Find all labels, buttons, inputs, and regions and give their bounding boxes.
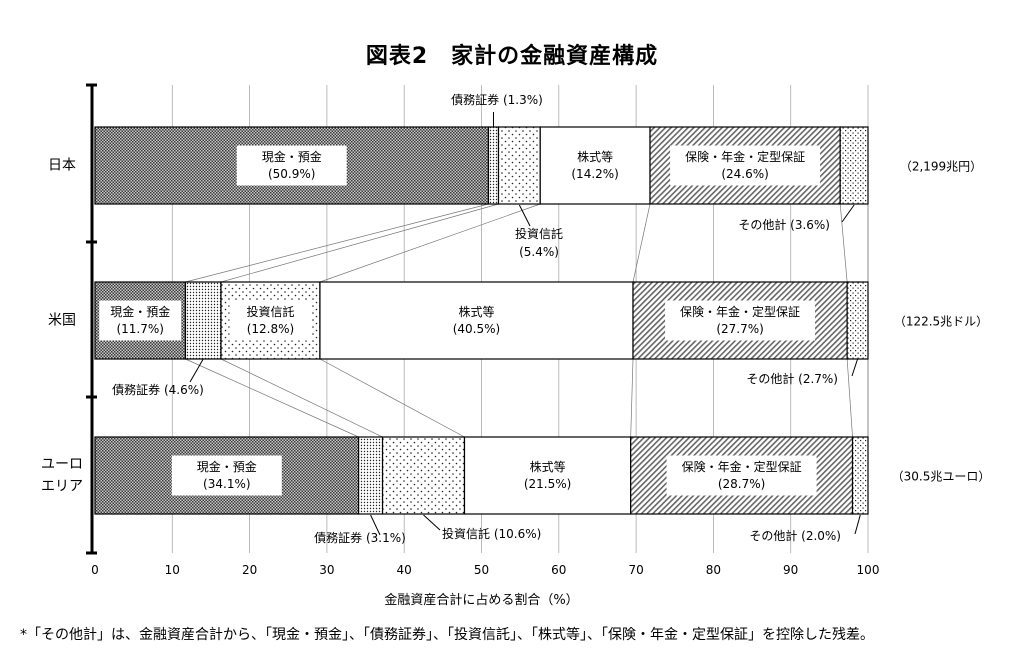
label-us-stocks-line-0: 株式等 [458, 304, 494, 319]
connector-line [319, 203, 541, 283]
label-jp-cash-line-0: 現金・預金 [262, 149, 322, 164]
label-us-trusts-bg [229, 300, 312, 341]
label-us-other: その他計 (2.7%) [746, 371, 838, 386]
connector-line [319, 358, 465, 438]
label-jp-bonds: 債務証券 (1.3%) [451, 92, 543, 107]
bar-segment-投資信託-0 [497, 126, 541, 205]
bar-segment-その他計-1 [846, 281, 869, 360]
connector-line [846, 358, 853, 438]
label-jp-trusts-leader [518, 204, 531, 227]
label-us-cash-line-0: 現金・預金 [110, 304, 170, 319]
label-eu-insurance-line-0: 保険・年金・定型保証 [682, 459, 802, 474]
label-jp-insurance-line-1: (24.6%) [721, 167, 768, 181]
label-eu-bonds-leader [370, 514, 381, 536]
x-tick-label-50: 50 [474, 563, 489, 577]
bar-segment-投資信託-2 [381, 436, 466, 515]
x-tick-label-70: 70 [628, 563, 643, 577]
label-us-bonds-leader [189, 358, 204, 383]
x-tick-label-90: 90 [783, 563, 798, 577]
label-jp-trusts-line-0: 投資信託 [515, 226, 563, 241]
label-eu-bonds: 債務証券 (3.1%) [314, 530, 406, 545]
footnote: *「その他計」は、金融資産合計から、「現金・預金」、「債務証券」、「投資信託」、… [20, 627, 874, 643]
bar-segment-債務証券-1 [184, 281, 222, 360]
x-tick-label-60: 60 [551, 563, 566, 577]
x-tick-label-30: 30 [319, 563, 334, 577]
label-jp-other-leader [841, 204, 855, 223]
category-label-0-line-0: 日本 [48, 158, 76, 174]
category-total-1: （122.5兆ドル） [894, 315, 988, 329]
x-tick-label-40: 40 [397, 563, 412, 577]
label-jp-stocks-line-0: 株式等 [577, 149, 613, 164]
x-axis-title: 金融資産合計に占める割合（%） [384, 592, 578, 608]
label-us-trusts-line-1: (12.8%) [247, 322, 294, 336]
bar-segment-その他計-2 [851, 436, 869, 515]
x-tick-label-20: 20 [242, 563, 257, 577]
bar-segment-その他計-0 [839, 126, 869, 205]
label-us-other-leader [851, 358, 859, 377]
connector-line [185, 203, 489, 283]
category-label-2-line-0: ユーロ [41, 457, 83, 473]
connector-line [220, 358, 383, 438]
category-label-1-line-0: 米国 [48, 313, 76, 329]
label-us-cash-line-1: (11.7%) [116, 322, 163, 336]
label-us-cash-bg [99, 300, 182, 341]
label-us-bonds: 債務証券 (4.6%) [112, 382, 204, 397]
label-jp-other: その他計 (3.6%) [738, 217, 830, 232]
chart-title: 図表2 家計の金融資産構成 [365, 44, 659, 69]
stacked-bar-chart: 0 10 20 30 40 50 60 70 80 90 100 金融資産合計に占める割合（%） 日本… [41, 83, 991, 608]
label-us-stocks-bg [436, 300, 517, 341]
category-total-2: （30.5兆ユーロ） [892, 470, 991, 484]
x-tick-label-100: 100 [857, 563, 880, 577]
connector-line [632, 203, 651, 283]
connector-line [220, 203, 499, 283]
label-us-stocks-line-1: (40.5%) [453, 322, 500, 336]
category-total-0: （2,199兆円） [900, 160, 982, 174]
category-label-2-line-1: エリア [41, 479, 83, 495]
label-eu-trusts: 投資信託 (10.6%) [442, 526, 541, 541]
x-tick-label-80: 80 [706, 563, 721, 577]
label-eu-stocks-bg [507, 455, 588, 496]
connector-line [630, 358, 634, 438]
bar-segment-債務証券-2 [357, 436, 384, 515]
label-jp-stocks-line-1: (14.2%) [571, 167, 618, 181]
label-jp-stocks-bg [555, 145, 636, 186]
label-eu-trusts-leader [423, 514, 441, 531]
label-eu-insurance-bg [666, 455, 817, 496]
bar-segment-債務証券-0 [487, 126, 500, 205]
label-eu-stocks-line-1: (21.5%) [524, 477, 571, 491]
label-us-trusts-line-0: 投資信託 [246, 304, 294, 319]
label-us-insurance-line-0: 保険・年金・定型保証 [680, 304, 800, 319]
label-eu-cash-line-0: 現金・預金 [197, 459, 257, 474]
label-eu-insurance-line-1: (28.7%) [718, 477, 765, 491]
label-eu-stocks-line-0: 株式等 [530, 459, 566, 474]
label-jp-insurance-bg [670, 145, 821, 186]
x-tick-label-10: 10 [165, 563, 180, 577]
label-jp-insurance-line-0: 保険・年金・定型保証 [685, 149, 805, 164]
label-eu-other: その他計 (2.0%) [749, 528, 841, 543]
connector-line [185, 358, 359, 438]
label-eu-cash-line-1: (34.1%) [203, 477, 250, 491]
label-jp-trusts-line-1: (5.4%) [519, 245, 559, 259]
label-jp-cash-bg [236, 145, 347, 186]
x-tick-label-0: 0 [91, 563, 99, 577]
label-us-insurance-line-1: (27.7%) [716, 322, 763, 336]
label-us-insurance-bg [665, 300, 816, 341]
label-eu-other-leader [854, 514, 861, 535]
label-jp-cash-line-1: (50.9%) [268, 167, 315, 181]
label-eu-cash-bg [171, 455, 282, 496]
connector-line [839, 203, 848, 283]
